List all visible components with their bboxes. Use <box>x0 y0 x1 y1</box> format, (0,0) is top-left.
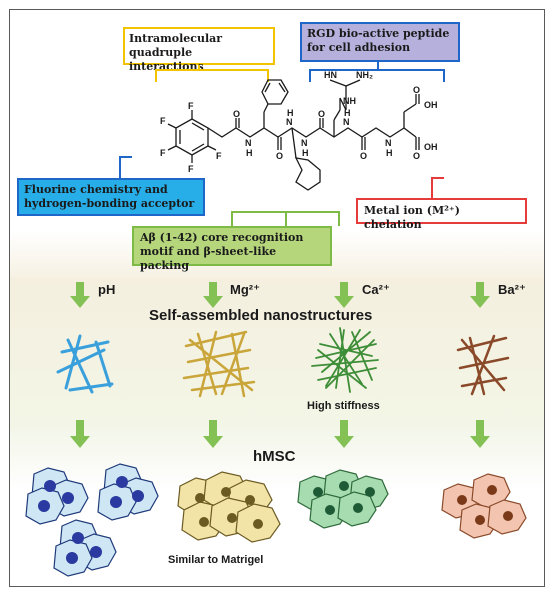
amide-nitrogen: N <box>301 138 308 148</box>
fluorine-atom: F <box>216 151 222 161</box>
high-stiffness-label: High stiffness <box>307 400 380 412</box>
arrow-down-icon <box>470 420 490 448</box>
arrow-down-icon <box>70 420 90 448</box>
rgd-bracket <box>309 62 445 82</box>
oxygen-atom: O <box>233 109 240 119</box>
oxygen-atom: O <box>318 109 325 119</box>
hmsc-title: hMSC <box>253 448 296 465</box>
amide-hydrogen: H <box>287 108 294 118</box>
rgd-peptide-label: RGD bio-active peptide for cell adhesion <box>307 27 450 54</box>
rgd-peptide-box: RGD bio-active peptide for cell adhesion <box>300 22 460 62</box>
fluorine-atom: F <box>160 148 166 158</box>
quadruple-interactions-box: Intramolecular quadruple interactions <box>123 27 275 73</box>
arrow-down-icon <box>70 282 90 308</box>
amine-group: HN <box>324 70 337 80</box>
arrows-row-bottom <box>70 420 490 448</box>
amide-hydrogen: H <box>386 148 393 158</box>
fluorine-atom: F <box>188 101 194 111</box>
fluorine-atom: F <box>160 116 166 126</box>
fluorine-atom: F <box>188 164 194 174</box>
arrow-down-icon <box>203 420 223 448</box>
trigger-mg: Mg²⁺ <box>230 282 260 297</box>
arrows-row-top <box>70 282 490 308</box>
amide-nitrogen: N <box>385 138 392 148</box>
abeta-motif-box: Aβ (1-42) core recognition motif and β-s… <box>132 226 332 272</box>
nanofiber-ca <box>311 327 379 393</box>
amide-hydrogen: H <box>246 148 253 158</box>
abeta-bracket <box>231 211 340 226</box>
arrow-down-icon <box>334 420 354 448</box>
abeta-motif-label: Aβ (1-42) core recognition motif and β-s… <box>140 231 304 272</box>
peptide-structure <box>167 79 420 191</box>
arrow-down-icon <box>334 282 354 308</box>
oxygen-atom: O <box>360 151 367 161</box>
cells-mg <box>177 471 281 543</box>
metal-chelation-label: Metal ion (M²⁺) chelation <box>364 204 460 231</box>
arrow-down-icon <box>470 282 490 308</box>
trigger-ba: Ba²⁺ <box>498 282 526 297</box>
amide-nitrogen: N <box>343 117 350 127</box>
amide-hydrogen: H <box>344 108 351 118</box>
cells-ph <box>25 463 159 577</box>
amide-nitrogen: N <box>286 117 293 127</box>
nanofiber-mg <box>182 330 256 398</box>
trigger-ph: pH <box>98 282 116 297</box>
metal-bracket <box>431 177 444 198</box>
hydroxyl-group: OH <box>424 100 438 110</box>
amine-group: NH₂ <box>356 70 373 80</box>
oxygen-atom: O <box>276 151 283 161</box>
trigger-ca: Ca²⁺ <box>362 282 390 297</box>
cells-ba <box>441 473 527 539</box>
metal-chelation-box: Metal ion (M²⁺) chelation <box>356 198 527 231</box>
self-assembled-title: Self-assembled nanostructures <box>149 307 373 324</box>
nanofiber-ba <box>456 334 510 396</box>
cells-ca <box>297 469 389 529</box>
arrow-down-icon <box>203 282 223 308</box>
quadruple-bracket <box>155 65 269 82</box>
peptide-atom-labels: F F F F F O O O O O O OH OH HN NH₂ NH N … <box>160 70 438 174</box>
fluorine-chemistry-box: Fluorine chemistry and hydrogen-bonding … <box>17 178 205 216</box>
oxygen-atom: O <box>413 85 420 95</box>
similar-matrigel-label: Similar to Matrigel <box>168 554 264 566</box>
hydroxyl-group: OH <box>424 142 438 152</box>
nanofiber-ph <box>56 334 114 394</box>
fluorine-chemistry-label: Fluorine chemistry and hydrogen-bonding … <box>24 183 195 210</box>
amine-group: NH <box>343 96 356 106</box>
oxygen-atom: O <box>413 151 420 161</box>
amide-hydrogen: H <box>302 148 309 158</box>
figure-border <box>9 9 545 587</box>
amide-nitrogen: N <box>245 138 252 148</box>
fluorine-bracket <box>119 156 132 178</box>
